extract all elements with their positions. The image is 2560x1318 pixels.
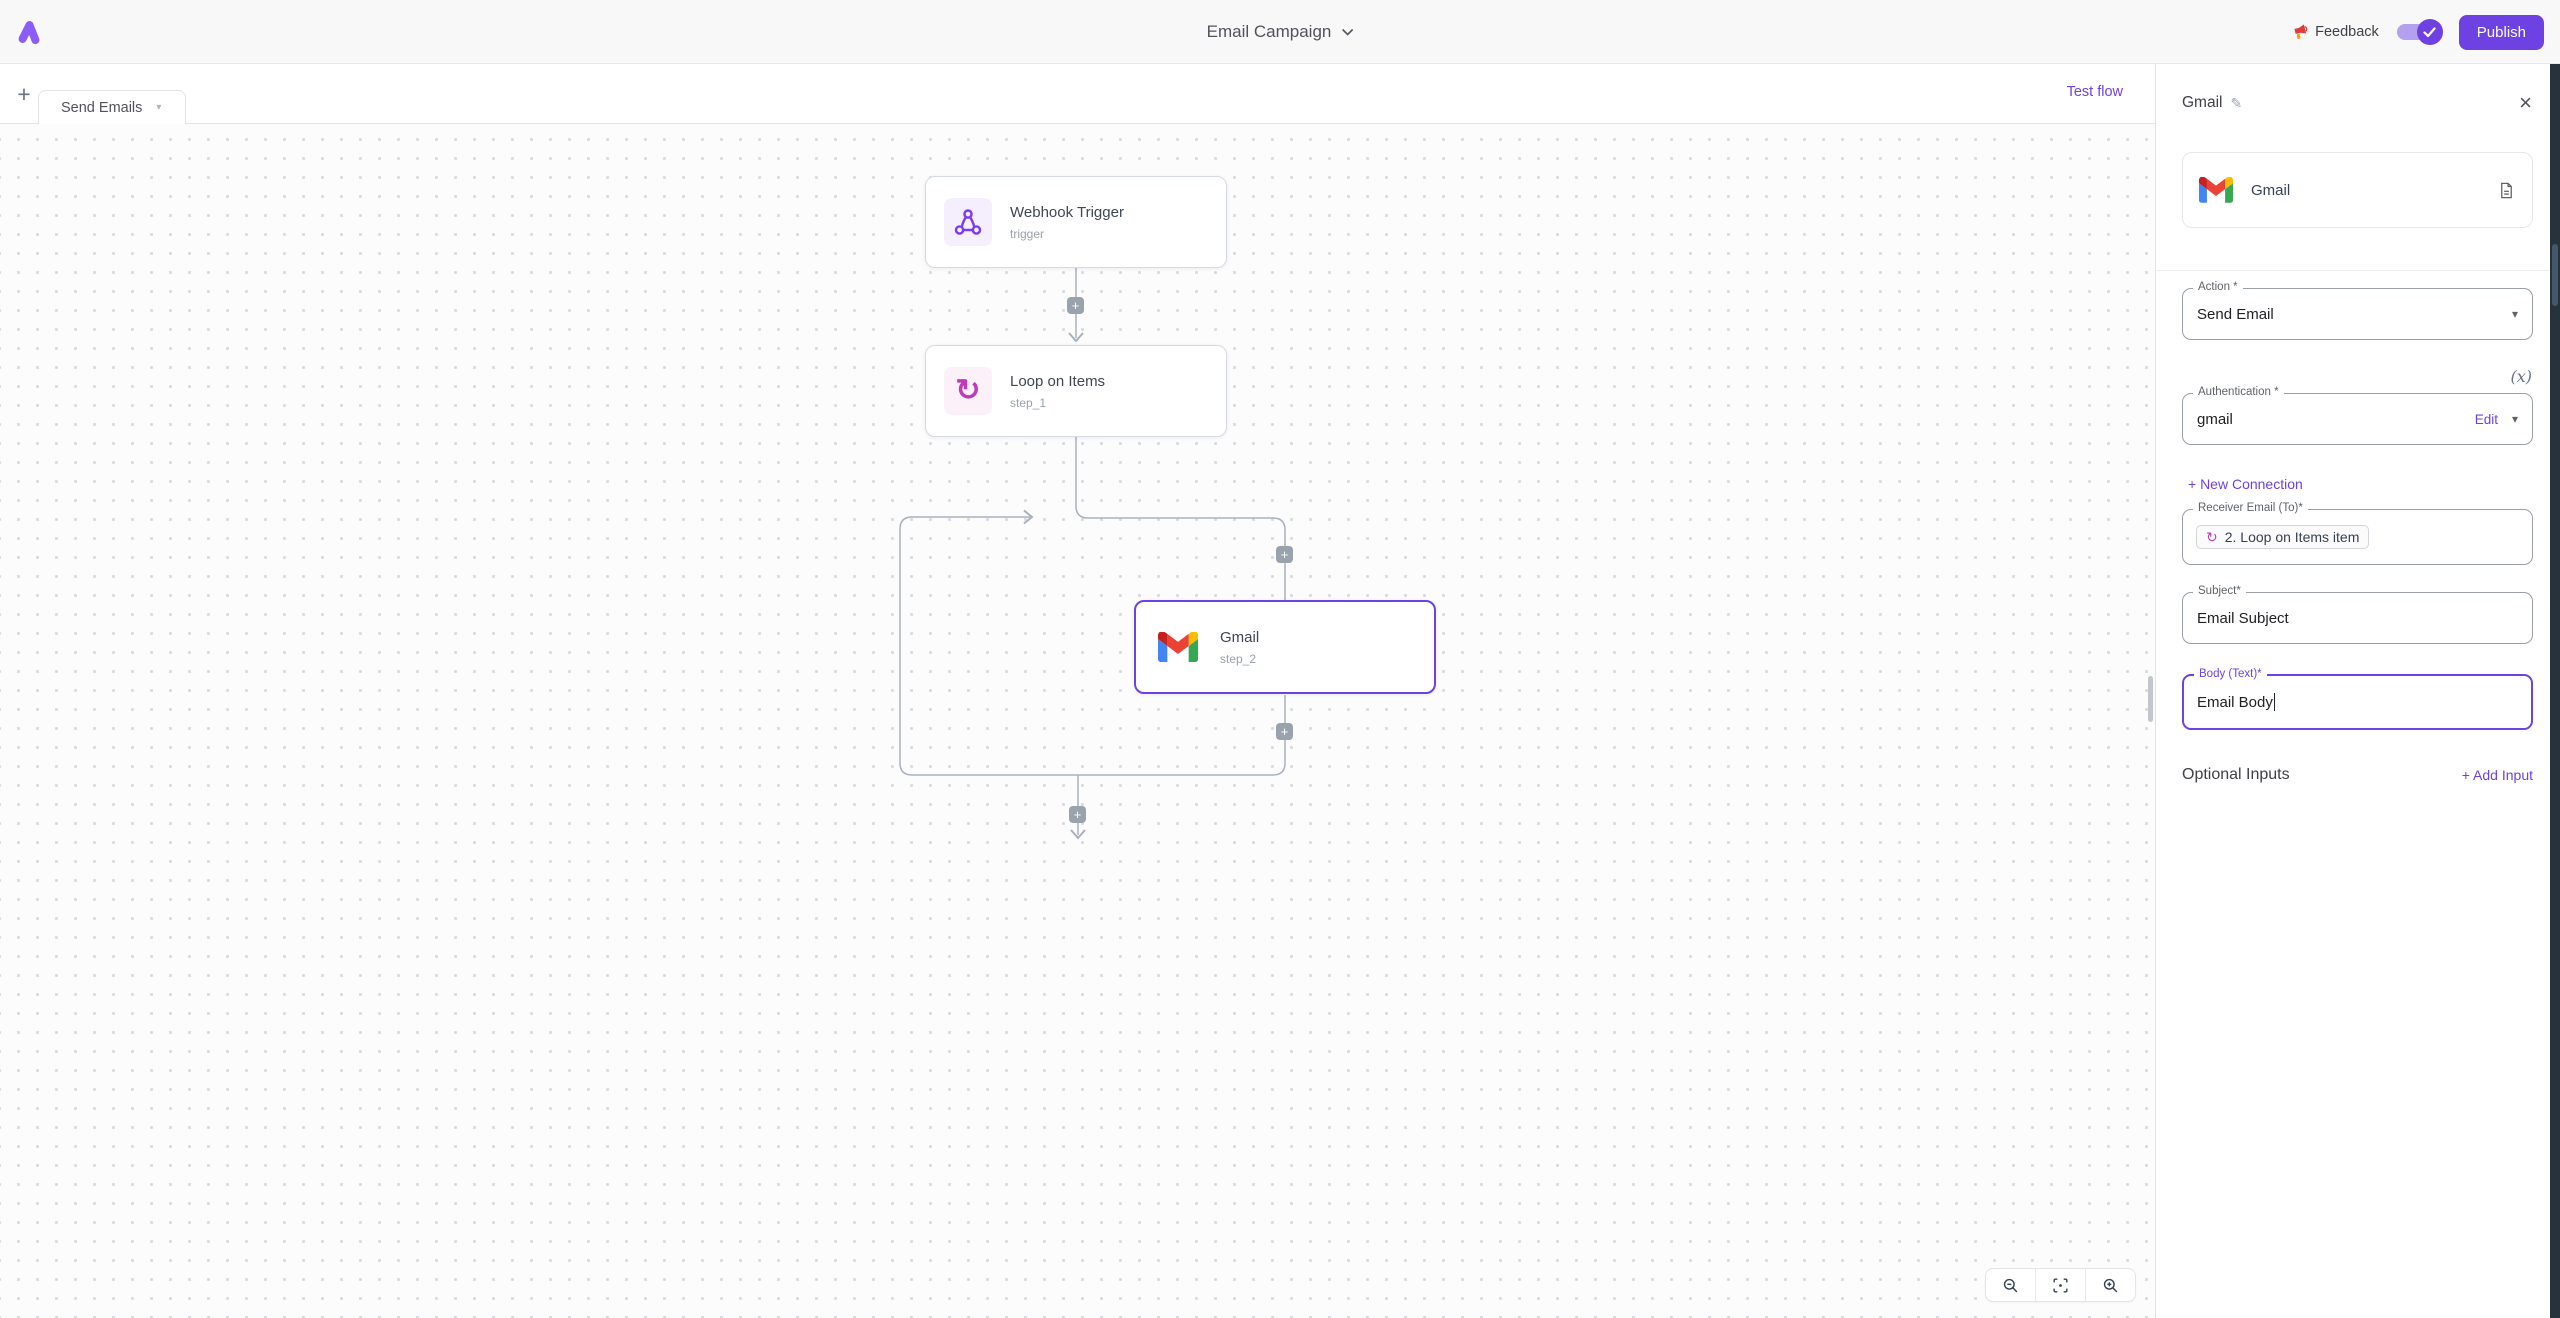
feedback-button[interactable]: Feedback	[2291, 23, 2379, 41]
app-logo[interactable]	[14, 17, 44, 47]
piece-info-card: Gmail	[2182, 152, 2533, 228]
optional-inputs-label: Optional Inputs	[2182, 766, 2290, 783]
panel-header: Gmail ✎ ×	[2182, 92, 2532, 114]
flow-canvas[interactable]: + + + + Webhook Trigger trigger	[0, 124, 2156, 1318]
auth-value: gmail	[2197, 410, 2233, 428]
panel-resize-handle[interactable]	[2148, 676, 2153, 722]
canvas-zoom-toolbar	[1985, 1268, 2136, 1302]
body-input[interactable]: Body (Text)* Email Body	[2182, 668, 2533, 730]
megaphone-icon	[2294, 23, 2308, 39]
field-label: Authentication *	[2193, 386, 2284, 398]
loop-glyph: ↻	[955, 374, 981, 407]
field-label: Body (Text)*	[2194, 668, 2267, 680]
node-text: Webhook Trigger trigger	[1010, 204, 1124, 241]
publish-button[interactable]: Publish	[2458, 14, 2544, 50]
step-settings-panel: Gmail ✎ × Gmail Action * Send Email ▾	[2157, 64, 2560, 1318]
optional-inputs-row: Optional Inputs + Add Input	[2182, 766, 2533, 784]
add-flow-button[interactable]: +	[10, 80, 38, 108]
node-title: Loop on Items	[1010, 372, 1106, 390]
docs-icon[interactable]	[2497, 181, 2516, 200]
webhook-icon	[944, 198, 992, 246]
add-step-button[interactable]: +	[1276, 723, 1293, 740]
new-connection-link[interactable]: + New Connection	[2188, 476, 2303, 492]
add-step-button[interactable]: +	[1069, 806, 1086, 823]
zoom-in-button[interactable]	[2085, 1269, 2135, 1301]
scrollbar-thumb[interactable]	[2552, 244, 2558, 306]
node-title: Gmail	[1220, 628, 1260, 646]
variable-icon[interactable]: (x)	[2510, 367, 2532, 386]
flow-toolbar: + Send Emails ▾ Test flow	[0, 64, 2156, 124]
header-actions: Feedback Publish	[2291, 0, 2544, 64]
receiver-input[interactable]: Receiver Email (To)* ↻ 2. Loop on Items …	[2182, 502, 2533, 565]
piece-name: Gmail	[2251, 181, 2291, 199]
tab-send-emails[interactable]: Send Emails ▾	[38, 90, 186, 124]
action-select[interactable]: Action * Send Email ▾	[2182, 281, 2533, 340]
check-icon	[2423, 26, 2436, 37]
toggle-thumb	[2416, 19, 2443, 45]
chevron-down-icon: ▾	[156, 102, 162, 113]
app-header: Email Campaign Feedback	[0, 0, 2560, 64]
add-step-button[interactable]: +	[1067, 297, 1084, 314]
gmail-logo-icon	[2199, 177, 2233, 203]
node-title: Webhook Trigger	[1010, 203, 1124, 221]
node-text: Gmail step_2	[1220, 629, 1259, 666]
panel-title: Gmail	[2182, 94, 2223, 111]
flow-name-menu[interactable]: Email Campaign	[1207, 0, 1354, 64]
publish-toggle[interactable]	[2396, 19, 2443, 45]
zoom-in-icon	[2103, 1278, 2118, 1292]
chip-label: 2. Loop on Items item	[2224, 529, 2360, 545]
zoom-out-icon	[2003, 1278, 2018, 1292]
chevron-down-icon: ▾	[2511, 412, 2518, 426]
subject-value: Email Subject	[2197, 609, 2289, 627]
text-cursor	[2273, 693, 2276, 711]
add-input-link[interactable]: + Add Input	[2461, 767, 2533, 783]
gmail-logo-icon	[1154, 623, 1202, 671]
chevron-down-icon: ▾	[2511, 307, 2518, 321]
auth-select[interactable]: Authentication * gmail Edit ▾	[2182, 386, 2533, 445]
zoom-out-button[interactable]	[1986, 1269, 2035, 1301]
field-label: Subject*	[2193, 585, 2246, 597]
loop-icon: ↻	[944, 367, 992, 415]
tab-label: Send Emails	[61, 99, 143, 116]
add-step-button[interactable]: +	[1276, 546, 1293, 563]
loop-item-chip[interactable]: ↻ 2. Loop on Items item	[2196, 525, 2370, 549]
node-subtitle: step_1	[1010, 395, 1047, 410]
subject-input[interactable]: Subject* Email Subject	[2182, 585, 2533, 644]
action-value: Send Email	[2197, 305, 2274, 323]
close-button[interactable]: ×	[2519, 90, 2532, 115]
edit-pencil-icon[interactable]: ✎	[2230, 94, 2243, 111]
node-gmail[interactable]: Gmail step_2	[1134, 600, 1436, 694]
node-webhook-trigger[interactable]: Webhook Trigger trigger	[925, 176, 1227, 268]
feedback-label: Feedback	[2315, 24, 2379, 40]
node-subtitle: trigger	[1010, 226, 1045, 241]
body-value: Email Body	[2197, 693, 2273, 711]
node-loop-on-items[interactable]: ↻ Loop on Items step_1	[925, 345, 1227, 437]
fit-view-icon	[2053, 1277, 2068, 1293]
node-text: Loop on Items step_1	[1010, 373, 1105, 410]
test-flow-button[interactable]: Test flow	[2066, 84, 2123, 100]
field-label: Action *	[2193, 281, 2243, 293]
field-label: Receiver Email (To)*	[2193, 502, 2308, 514]
edit-connection-link[interactable]: Edit	[2474, 411, 2498, 427]
chevron-down-icon	[1341, 28, 1353, 36]
divider	[2157, 270, 2560, 271]
flow-name: Email Campaign	[1206, 22, 1332, 41]
node-subtitle: step_2	[1220, 651, 1257, 666]
fit-view-button[interactable]	[2035, 1269, 2085, 1301]
loop-icon: ↻	[2206, 529, 2218, 545]
scrollbar[interactable]	[2550, 64, 2560, 1318]
